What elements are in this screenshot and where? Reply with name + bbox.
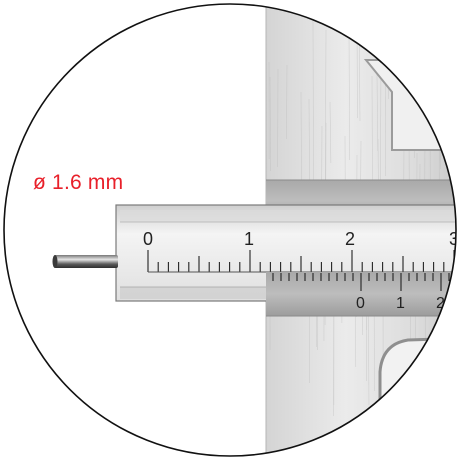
main-number-0: 0 <box>143 229 153 249</box>
diameter-label: ø 1.6 mm <box>33 171 123 195</box>
brush-line <box>443 38 444 154</box>
probe-rod <box>53 255 119 268</box>
main-number-2: 2 <box>345 229 355 249</box>
vernier-number-1: 1 <box>396 295 405 312</box>
main-number-1: 1 <box>244 229 254 249</box>
vernier-number-0: 0 <box>356 295 365 312</box>
